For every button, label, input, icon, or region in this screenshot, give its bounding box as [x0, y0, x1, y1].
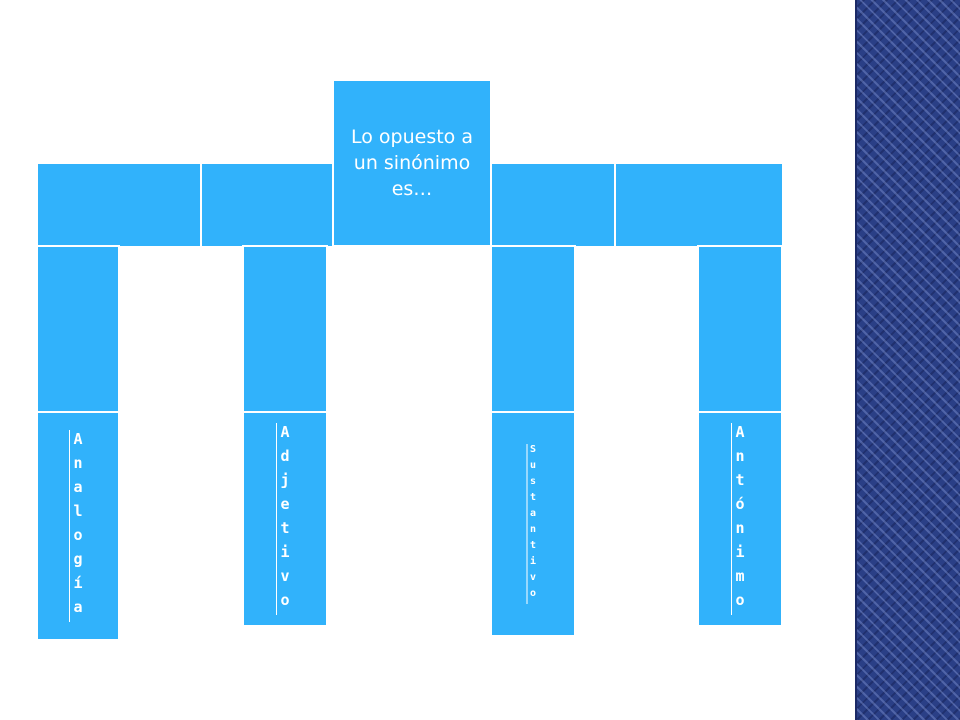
answer-label[interactable]: Antónimo — [731, 423, 749, 615]
decorative-sidebar — [855, 0, 960, 720]
pillar-4 — [697, 245, 783, 415]
pillar-3 — [490, 245, 576, 415]
answer-adjetivo[interactable]: Adjetivo — [242, 411, 328, 627]
question-box: Lo opuesto a un sinónimo es… — [332, 79, 492, 247]
beam-segment-2 — [200, 162, 334, 248]
answer-label[interactable]: Sustantivo — [527, 444, 539, 604]
pillar-2 — [242, 245, 328, 415]
answer-sustantivo[interactable]: Sustantivo — [490, 411, 576, 637]
beam-segment-4 — [614, 162, 784, 248]
answer-label[interactable]: Adjetivo — [276, 423, 294, 615]
answer-analogia[interactable]: Analogía — [36, 411, 120, 641]
question-text: Lo opuesto a un sinónimo es… — [351, 126, 473, 200]
answer-label[interactable]: Analogía — [69, 430, 87, 622]
beam-segment-1 — [36, 162, 202, 248]
pillar-1 — [36, 245, 120, 415]
answer-antonimo[interactable]: Antónimo — [697, 411, 783, 627]
beam-segment-3 — [488, 162, 618, 248]
